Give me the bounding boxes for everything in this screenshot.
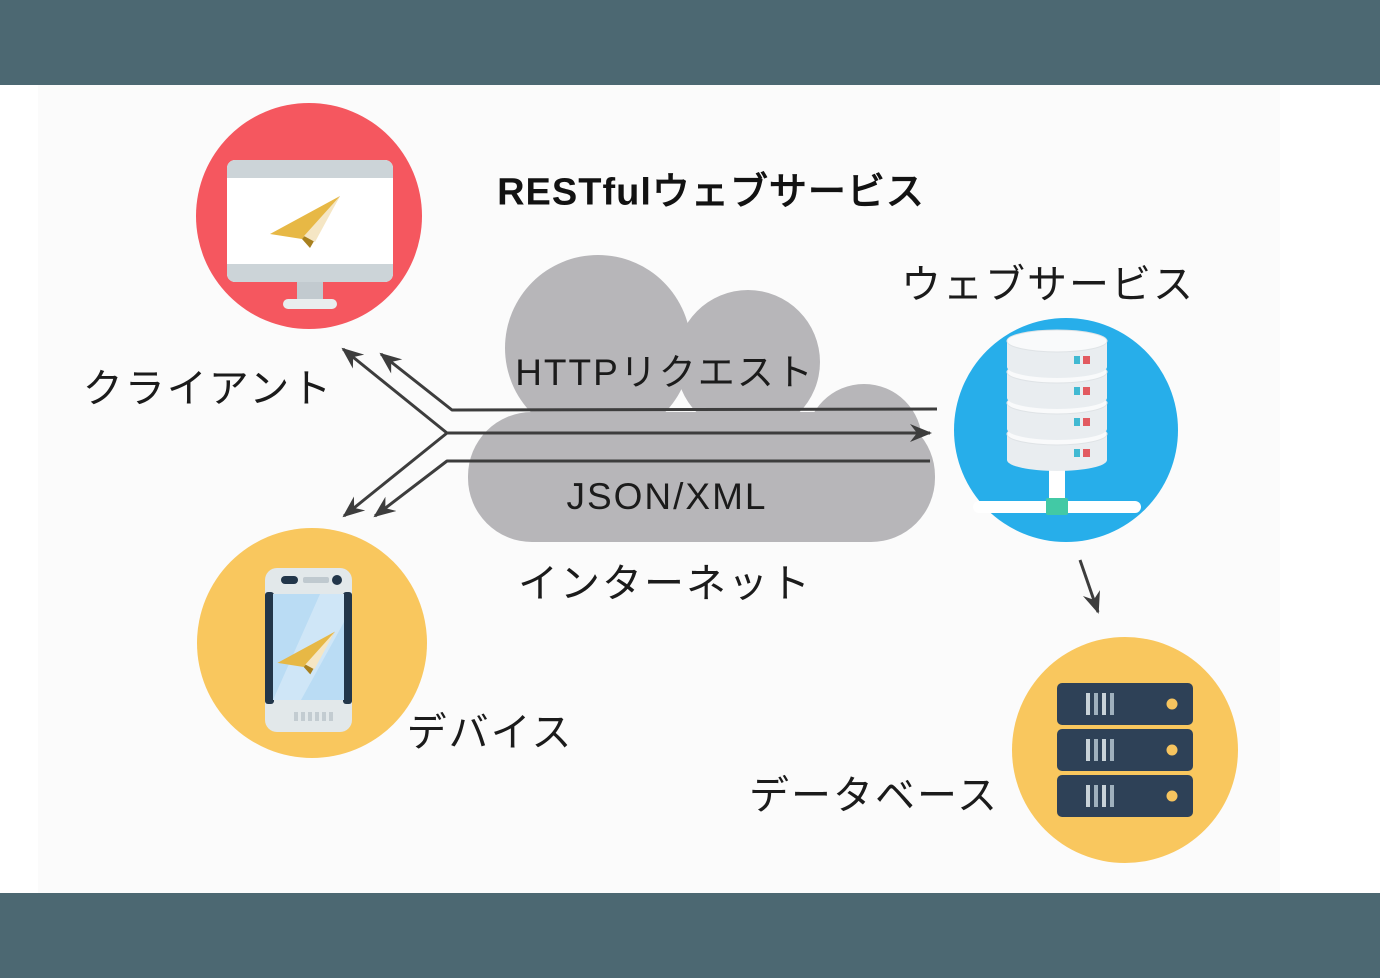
- client-label: クライアント: [82, 367, 334, 411]
- http-request-label: HTTPリクエスト: [515, 352, 815, 393]
- response-line-to-client: [379, 352, 938, 412]
- server-rack-icon: [1057, 683, 1193, 817]
- json-xml-label: JSON/XML: [566, 476, 768, 517]
- smartphone-icon: [265, 568, 352, 732]
- database-node: [1012, 637, 1238, 863]
- device-node: [197, 528, 427, 758]
- cursor-plane-glyph: [270, 196, 340, 248]
- rack-unit-1: [1057, 683, 1193, 725]
- bottom-frame-bar: [0, 893, 1380, 978]
- response-branch-to-client: [341, 347, 448, 435]
- web-service-node: [954, 318, 1178, 542]
- database-stack-icon: [973, 329, 1141, 515]
- rack-unit-2: [1057, 729, 1193, 771]
- response-branch-to-device: [342, 431, 448, 518]
- device-label: デバイス: [406, 711, 574, 755]
- top-frame-bar: [0, 0, 1380, 85]
- internet-label: インターネット: [518, 562, 812, 606]
- diagram-title: RESTfulウェブサービス: [497, 171, 925, 214]
- rack-unit-3: [1057, 775, 1193, 817]
- service-to-database-arrow: [1078, 559, 1100, 614]
- traffic-arrows: [341, 347, 1100, 614]
- desktop-computer-icon: [227, 160, 393, 309]
- web-service-label: ウェブサービス: [901, 263, 1195, 307]
- database-label: データベース: [749, 774, 999, 818]
- cursor-plane-glyph: [277, 631, 335, 675]
- response-line-to-device: [373, 459, 930, 518]
- speaker-grille: [294, 712, 333, 721]
- db-tier-1: [1006, 329, 1108, 378]
- client-node: [196, 103, 422, 329]
- internet-cloud-icon: [468, 255, 935, 542]
